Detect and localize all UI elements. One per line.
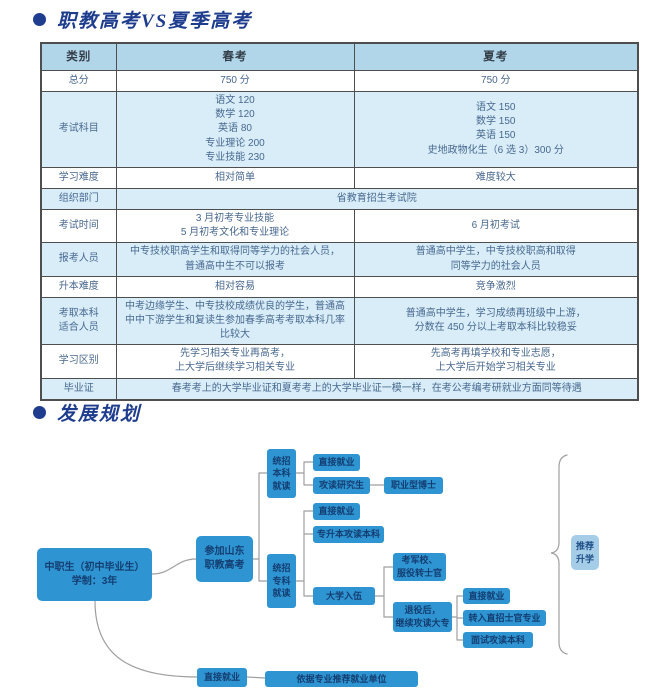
table-row: 升本难度相对容易竞争激烈 bbox=[40, 275, 639, 298]
row-value: 相对简单 bbox=[115, 166, 355, 189]
table-row: 学习区别先学习相关专业再高考， 上大学后继续学习相关专业先高考再填学校和专业志愿… bbox=[40, 344, 639, 379]
flow-node-exam: 参加山东 职教高考 bbox=[196, 536, 253, 582]
section-title-compare: 职教高考VS夏季高考 bbox=[33, 6, 252, 33]
table-row: 考试科目语文 120 数学 120 英语 80 专业理论 200 专业技能 23… bbox=[40, 91, 639, 168]
flow-node-job: 直接就业 bbox=[197, 668, 247, 687]
row-value: 中专技校职高学生和取得同等学力的社会人员， 普通高中生不可以报考 bbox=[115, 242, 355, 277]
row-value: 750 分 bbox=[353, 70, 639, 92]
header-category: 类别 bbox=[40, 42, 117, 71]
row-value: 6 月初考试 bbox=[353, 208, 639, 244]
row-value: 语文 120 数学 120 英语 80 专业理论 200 专业技能 230 bbox=[115, 91, 355, 168]
flow-node-phd: 职业型博士 bbox=[384, 477, 443, 494]
row-value: 语文 150 数学 150 英语 150 史地政物化生（6 选 3）300 分 bbox=[353, 91, 639, 168]
flow-node-jobunit: 依据专业推荐就业单位 bbox=[265, 671, 418, 687]
header-summer-exam: 夏考 bbox=[353, 42, 639, 71]
table-row: 组织部门省教育招生考试院 bbox=[40, 187, 639, 210]
flow-node-grad: 攻读研究生 bbox=[313, 477, 370, 494]
row-label: 组织部门 bbox=[40, 187, 117, 210]
flow-node-army: 大学入伍 bbox=[313, 587, 375, 605]
table-header-row: 类别 春考 夏考 bbox=[40, 42, 639, 71]
flowchart-connectors bbox=[94, 454, 568, 679]
flow-node-bk-job: 直接就业 bbox=[313, 454, 360, 471]
row-value: 春考考上的大学毕业证和夏考考上的大学毕业证一模一样，在考公考编考研就业方面同等待… bbox=[115, 377, 639, 401]
row-value: 普通高中学生，中专技校职高和取得 同等学力的社会人员 bbox=[353, 242, 639, 277]
row-label: 总分 bbox=[40, 70, 117, 92]
row-label: 考取本科 适合人员 bbox=[40, 296, 117, 346]
flow-node-tuijian: 推荐 升学 bbox=[571, 535, 599, 570]
flow-node-mianshi: 面试攻读本科 bbox=[463, 632, 533, 648]
development-flowchart: 中职生（初中毕业生） 学制：3年参加山东 职教高考统招 本科 就读直接就业攻读研… bbox=[0, 430, 670, 700]
flow-node-junxiao: 考军校、 服役转士官 bbox=[393, 553, 446, 581]
table-row: 毕业证春考考上的大学毕业证和夏考考上的大学毕业证一模一样，在考公考编考研就业方面… bbox=[40, 377, 639, 401]
section-title-plan: 发展规划 bbox=[33, 399, 141, 426]
flow-node-zhizhao: 转入直招士官专业 bbox=[463, 610, 546, 626]
row-label: 报考人员 bbox=[40, 242, 117, 277]
row-value: 省教育招生考试院 bbox=[115, 187, 639, 210]
flow-node-zk-job: 直接就业 bbox=[313, 503, 360, 520]
bullet-icon bbox=[33, 406, 46, 419]
row-value: 中考边缘学生、中专技校成绩优良的学生，普通高 中中下游学生和复读生参加春季高考考… bbox=[115, 296, 355, 346]
row-label: 毕业证 bbox=[40, 377, 117, 401]
row-value: 竞争激烈 bbox=[353, 275, 639, 298]
row-label: 考试时间 bbox=[40, 208, 117, 244]
row-value: 相对容易 bbox=[115, 275, 355, 298]
row-label: 升本难度 bbox=[40, 275, 117, 298]
table-row: 学习难度相对简单难度较大 bbox=[40, 166, 639, 189]
bullet-icon bbox=[33, 13, 46, 26]
row-label: 学习难度 bbox=[40, 166, 117, 189]
row-value: 先学习相关专业再高考， 上大学后继续学习相关专业 bbox=[115, 344, 355, 379]
flow-node-bk: 统招 本科 就读 bbox=[267, 449, 296, 498]
row-value: 普通高中学生，学习成绩再班级中上游， 分数在 450 分以上考取本科比较稳妥 bbox=[353, 296, 639, 346]
row-value: 750 分 bbox=[115, 70, 355, 92]
flow-node-student: 中职生（初中毕业生） 学制：3年 bbox=[37, 548, 152, 601]
flow-node-zsb: 专升本攻读本科 bbox=[313, 526, 384, 543]
row-value: 难度较大 bbox=[353, 166, 639, 189]
flow-node-zk: 统招 专科 就读 bbox=[267, 554, 296, 608]
header-spring-exam: 春考 bbox=[115, 42, 355, 71]
section-title-text: 职教高考VS夏季高考 bbox=[57, 11, 253, 32]
row-label: 考试科目 bbox=[40, 91, 117, 168]
flow-node-tuiyi: 退役后， 继续攻读大专 bbox=[393, 602, 452, 632]
row-label: 学习区别 bbox=[40, 344, 117, 379]
section-title-text: 发展规划 bbox=[57, 404, 142, 425]
row-value: 先高考再填学校和专业志愿， 上大学后开始学习相关专业 bbox=[353, 344, 639, 379]
row-value: 3 月初考专业技能 5 月初考文化和专业理论 bbox=[115, 208, 355, 244]
table-row: 报考人员中专技校职高学生和取得同等学力的社会人员， 普通高中生不可以报考普通高中… bbox=[40, 242, 639, 277]
table-row: 考取本科 适合人员中考边缘学生、中专技校成绩优良的学生，普通高 中中下游学生和复… bbox=[40, 296, 639, 346]
flow-node-tuiyi-job: 直接就业 bbox=[463, 588, 510, 604]
